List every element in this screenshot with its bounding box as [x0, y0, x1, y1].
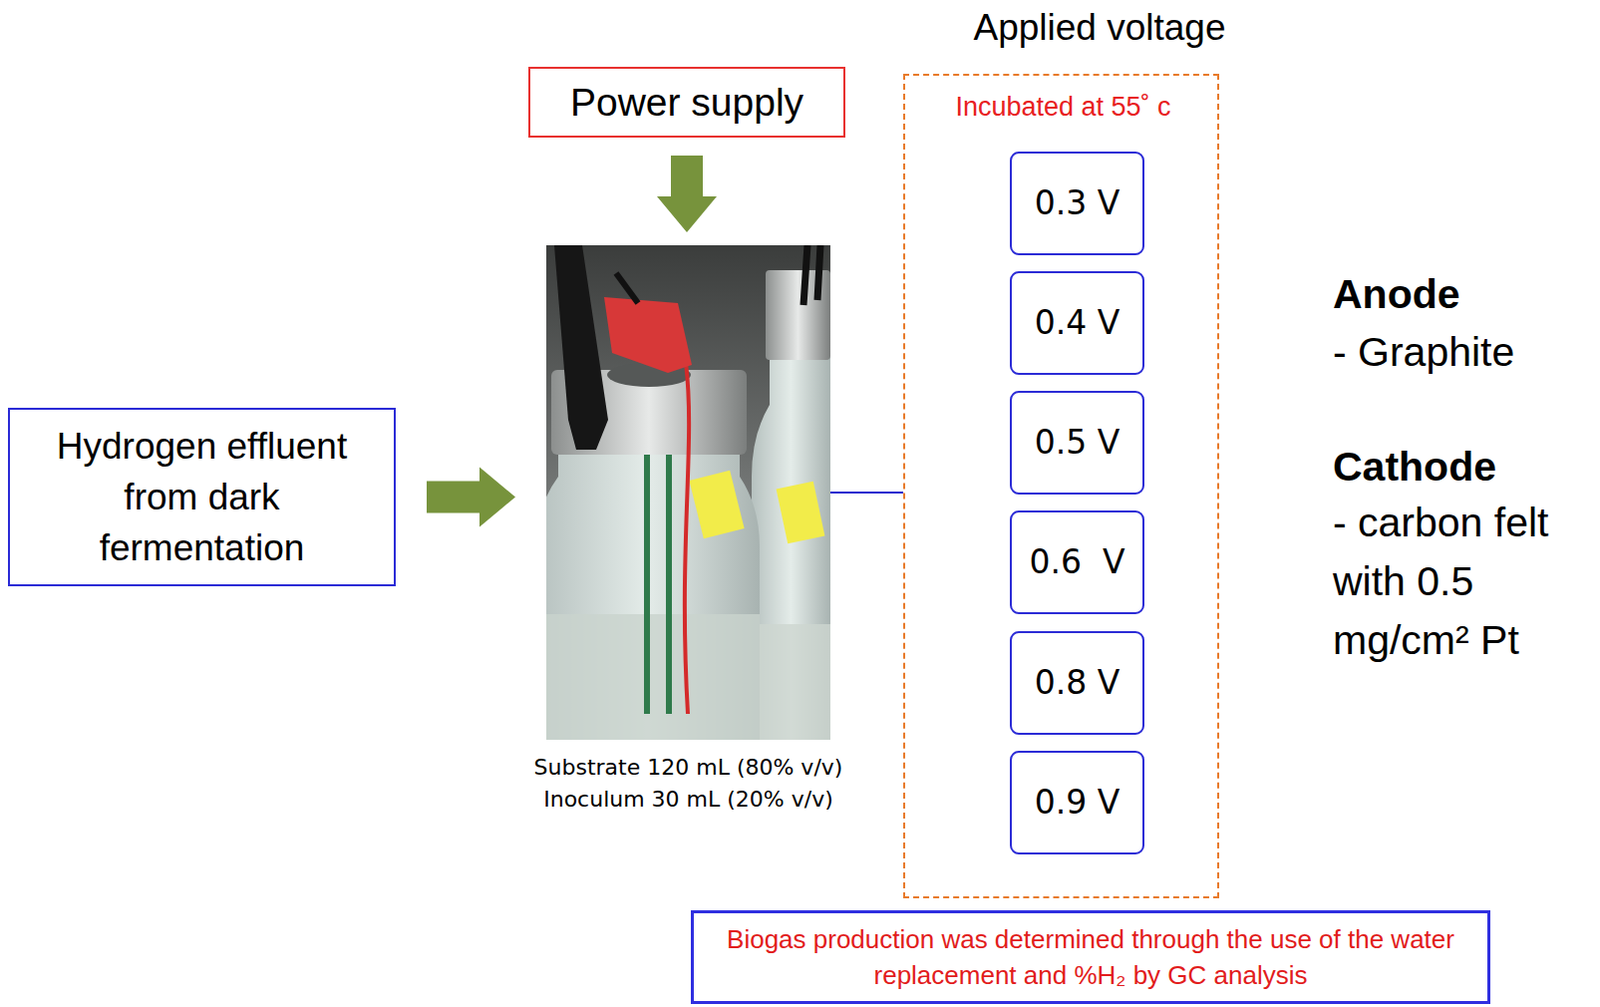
voltage-box-text: 0.4 V — [1034, 303, 1121, 343]
liquid — [751, 624, 831, 740]
reactor-photo — [546, 245, 831, 740]
red-clip — [604, 297, 692, 373]
sticky-note — [688, 470, 744, 539]
wire — [616, 273, 639, 304]
power-supply-box-text: Power supply — [570, 79, 804, 126]
input-box-text: Hydrogen effluent from dark fermentation — [47, 420, 357, 574]
electrode-material: - carbon felt with 0.5 mg/cm² Pt — [1332, 493, 1595, 670]
electrode-heading: Cathode — [1332, 441, 1595, 492]
voltage-box: 0.5 V — [1009, 390, 1145, 495]
incubation-group-text: Incubated at 55˚ c — [905, 89, 1222, 124]
method-note-box-text: Biogas production was determined through… — [693, 921, 1488, 993]
voltage-box-text: 0.6 V — [1028, 542, 1125, 583]
block-arrow — [656, 155, 717, 233]
incubation-group-text: Applied voltage — [945, 5, 1255, 50]
voltage-box-text: 0.3 V — [1034, 183, 1121, 224]
power-supply-box: Power supply — [528, 66, 846, 138]
input-box: Hydrogen effluent from dark fermentation — [7, 407, 396, 587]
liquid — [546, 614, 760, 740]
electrode-material: - Graphite — [1332, 326, 1595, 377]
glass-bottle — [751, 354, 831, 740]
voltage-box: 0.3 V — [1009, 151, 1145, 256]
black-clip — [554, 245, 609, 450]
voltage-box: 0.8 V — [1009, 631, 1145, 735]
electrode-heading: Anode — [1332, 269, 1595, 320]
voltage-box-text: 0.8 V — [1034, 662, 1121, 703]
incubation-group: Applied voltageIncubated at 55˚ c0.3 V0.… — [903, 73, 1220, 899]
wire — [803, 245, 821, 306]
reactor-photo-node-text: Inoculum 30 mL (20% v/v) — [486, 783, 891, 816]
glass-bottle — [546, 444, 760, 740]
voltage-box: 0.4 V — [1009, 271, 1145, 375]
reactor-photo-node: Substrate 120 mL (80% v/v)Inoculum 30 mL… — [546, 245, 831, 740]
voltage-box-text: 0.9 V — [1034, 782, 1121, 823]
sticky-note — [776, 481, 826, 545]
voltage-box: 0.9 V — [1009, 750, 1145, 855]
voltage-box-text: 0.5 V — [1034, 422, 1121, 463]
reactor-photo-node-text: Substrate 120 mL (80% v/v) — [486, 751, 891, 784]
method-note-box: Biogas production was determined through… — [690, 910, 1491, 1004]
block-arrow — [426, 467, 516, 528]
voltage-box: 0.6 V — [1009, 510, 1145, 615]
red-wire — [684, 362, 689, 714]
